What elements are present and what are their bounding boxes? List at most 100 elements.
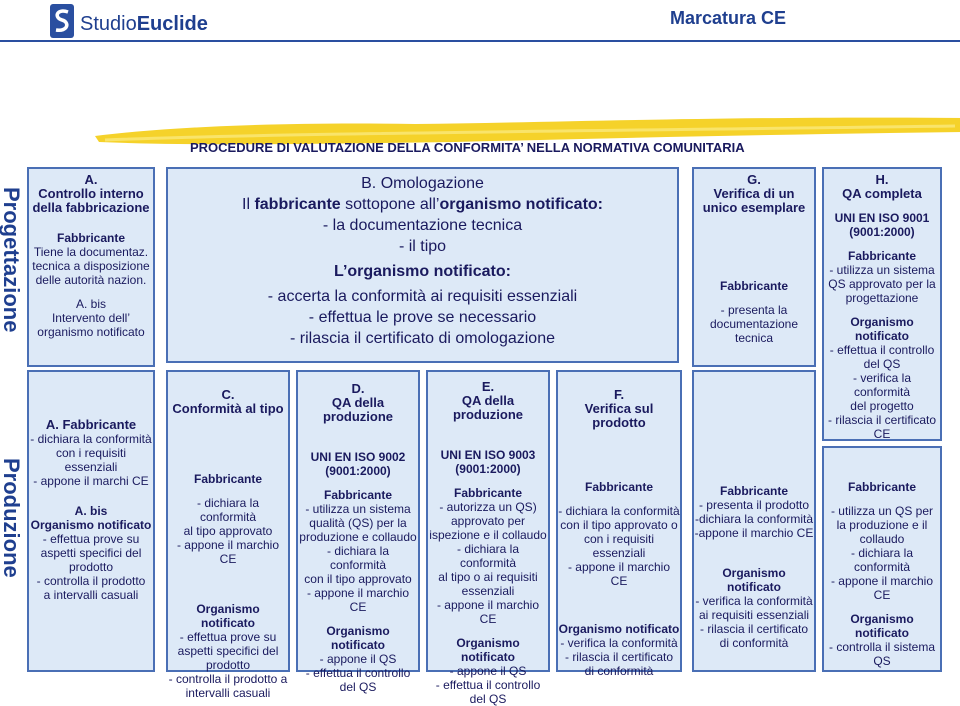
text-line: - dichiara la conformità (558, 504, 680, 518)
module-a-production-box: A. Fabbricante - dichiara la conformità … (27, 370, 155, 672)
module-b-title: B. Omologazione (361, 175, 484, 192)
text-line: - utilizza un sistema (305, 502, 411, 516)
text-line: la produzione e il (836, 518, 928, 532)
text-line: -dichiara la conformità (694, 512, 814, 526)
text-line: - presenta la (720, 303, 788, 317)
text-line: intervalli casuali (185, 686, 271, 700)
text-line: ispezione e il collaudo (429, 528, 547, 542)
text-line: - appone il marchio CE (436, 598, 540, 626)
text-line: qualità (QS) per la (309, 516, 407, 530)
text-line: conformità (853, 560, 911, 574)
module-g-design-box: G. Verifica di un unico esemplare Fabbri… (692, 167, 816, 367)
module-c-box: C. Conformità al tipo Fabbricante - dich… (166, 370, 290, 700)
organismo-notificato-label: Organismo notificato (326, 624, 390, 652)
text-line: - appone il marchio CE (306, 586, 410, 614)
module-e-title-line2: produzione (452, 407, 524, 422)
page-title: Marcatura CE (670, 8, 787, 28)
yellow-brush-stroke (95, 117, 960, 145)
standard-year-label: (9001:2000) (455, 462, 521, 476)
module-a-bis-label: A. bis (74, 504, 108, 518)
module-c-letter: C. (221, 387, 235, 402)
text-line: di conformità (584, 664, 654, 678)
studio-euclide-logo-icon (50, 4, 74, 38)
text-line: collaudo (859, 532, 905, 546)
text-line: - rilascia il certificato (699, 622, 809, 636)
module-f-letter: F. (613, 387, 625, 402)
text-line: approvato per (450, 514, 526, 528)
text-line: - presenta il prodotto (698, 498, 810, 512)
fabbricante-label: Fabbricante (719, 484, 788, 498)
text-line: prodotto (68, 560, 114, 574)
text-line: essenziali (592, 546, 646, 560)
fabbricante-label: Fabbricante (323, 488, 392, 502)
text-line: -appone il marchio CE (694, 526, 814, 540)
text-line: di conformità (719, 636, 789, 650)
text-line: - dichiara la conformità (326, 544, 390, 572)
text-line: produzione e collaudo (299, 530, 417, 544)
text-line: essenziali (64, 460, 118, 474)
text-line: - controlla il prodotto a (168, 672, 288, 686)
organismo-notificato-label: Organismo notificato (722, 566, 786, 594)
text-line: - effettua il controllo (435, 678, 541, 692)
module-d-letter: D. (351, 381, 365, 396)
text-line: - appone il QS (449, 664, 527, 678)
organismo-notificato-label: Organismo notificato (30, 518, 152, 532)
module-a-title-line1: Controllo interno (38, 186, 144, 201)
produzione-label: Produzione (0, 458, 24, 578)
text-line: aspetti specifici del (177, 644, 279, 658)
text-line: - il tipo (398, 238, 447, 255)
fabbricante-label: Fabbricante (56, 231, 125, 245)
text-line: - dichiara la (850, 546, 914, 560)
text-line: - controlla il sistema (828, 640, 936, 654)
text-line: con i requisiti (55, 446, 127, 460)
module-h-production-box: Fabbricante - utilizza un QS per la prod… (822, 446, 942, 672)
module-a-design-box: A. Controllo interno della fabbricazione… (27, 167, 155, 367)
logo-text: StudioEuclide (80, 13, 208, 35)
module-b-omologazione-box: B. Omologazione Il fabbricante sottopone… (166, 167, 679, 363)
text-line: - dichiara la conformità (30, 432, 152, 446)
module-g-title-line2: unico esemplare (702, 200, 806, 215)
fabbricante-label: Fabbricante (719, 279, 788, 293)
fabbricante-label: Fabbricante (847, 249, 916, 263)
text-line: con il tipo approvato o (560, 518, 678, 532)
standard-label: UNI EN ISO 9001 (834, 211, 930, 225)
module-f-box: F. Verifica sul prodotto Fabbricante - d… (556, 370, 682, 678)
text-line: documentazione (709, 317, 799, 331)
fabbricante-label: Fabbricante (847, 480, 916, 494)
module-h-letter: H. (875, 172, 889, 187)
module-d-title-line1: QA della (331, 395, 385, 410)
text-line: del QS (469, 692, 507, 706)
text-line: - verifica la conformità (560, 636, 678, 650)
text-line: tecnica a disposizione (32, 259, 150, 273)
module-a-letter: A. (84, 172, 98, 187)
text-line: - verifica la conformità (695, 594, 813, 608)
text-line: ai requisiti essenziali (698, 608, 810, 622)
procedures-heading: PROCEDURE DI VALUTAZIONE DELLA CONFORMIT… (190, 140, 745, 155)
organismo-notificato-label: Organismo notificato (196, 602, 260, 630)
text-line: al tipo approvato (183, 524, 273, 538)
text-line: - appone il marchio CE (567, 560, 671, 588)
organismo-notificato-label: Organismo notificato (558, 622, 680, 636)
module-a-bis-label: A. bis (75, 297, 106, 311)
text-line: - autorizza un QS) (439, 500, 537, 514)
text-line: - effettua prove su (42, 532, 140, 546)
fabbricante-label: Fabbricante (584, 480, 653, 494)
module-h-title: QA completa (842, 186, 922, 201)
module-b-subtitle: L’organismo notificato: (334, 263, 511, 280)
text-line: - effettua prove su (179, 630, 277, 644)
module-h-design-box: H. QA completa UNI EN ISO 9001 (9001:200… (822, 167, 942, 441)
organismo-notificato-label: Organismo notificato (850, 612, 914, 640)
text-line: a intervalli casuali (43, 588, 139, 602)
text-line: QS approvato per la (828, 277, 936, 291)
fabbricante-label: Fabbricante (193, 472, 262, 486)
text-line: del progetto (850, 399, 914, 413)
text-line: CE (873, 427, 891, 441)
organismo-notificato-label: Organismo notificato (456, 636, 520, 664)
text-line: - verifica la conformità (852, 371, 911, 399)
text-line: - dichiara la conformità (196, 496, 260, 524)
text-line: al tipo o ai requisiti (438, 570, 538, 584)
text-line: Intervento dell’ (51, 311, 131, 325)
text-line: - effettua le prove se necessario (308, 309, 537, 326)
text-line: - effettua il controllo (305, 666, 411, 680)
module-d-title-line2: produzione (322, 409, 394, 424)
